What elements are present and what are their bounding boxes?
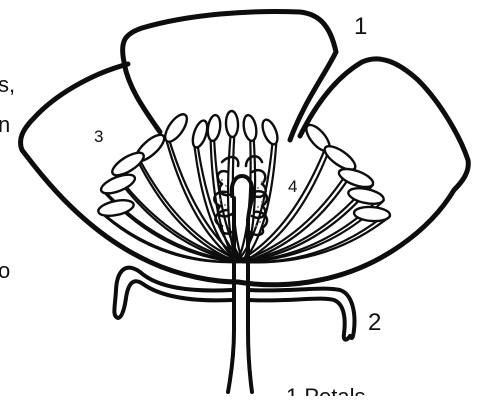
stamen-8-anther	[226, 111, 239, 137]
label-stamens-number: 3	[94, 127, 103, 146]
carpels	[214, 156, 267, 235]
clipped-text-comma: s,	[0, 72, 15, 97]
clipped-text-o: o	[0, 258, 10, 283]
stamen-9-anther	[242, 114, 258, 142]
label-sepals-number: 2	[368, 309, 381, 336]
sepal-left	[114, 268, 232, 318]
stamen-10-anther	[260, 118, 281, 147]
top-ovule-left	[222, 157, 238, 166]
legend-fragment: 1 Petals	[286, 384, 366, 396]
stamen-1-anther	[161, 111, 191, 145]
stamen-7-anther	[206, 114, 222, 141]
label-petals-number: 1	[354, 13, 367, 40]
label-carpels-number: 4	[288, 177, 297, 196]
stamens	[97, 111, 391, 263]
stamen-14-anther	[347, 185, 385, 206]
stalk-right	[248, 220, 252, 392]
clipped-text-n: n	[0, 112, 10, 137]
sepal-right	[248, 289, 354, 340]
stamen-15-anther	[354, 206, 391, 222]
